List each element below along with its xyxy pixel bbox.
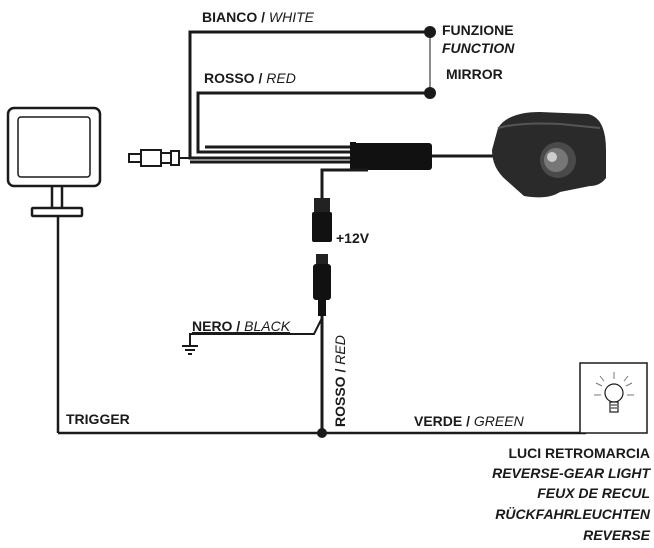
black-wire-alt: BLACK bbox=[244, 318, 291, 334]
red-vertical-name: ROSSO bbox=[332, 376, 348, 427]
lights-label-it: LUCI RETROMARCIA bbox=[508, 445, 650, 461]
green-wire-alt: GREEN bbox=[473, 413, 524, 429]
monitor-icon bbox=[6, 106, 102, 218]
white-wire-name: BIANCO bbox=[202, 9, 258, 25]
white-wire-sep: / bbox=[257, 9, 269, 25]
black-wire-label: NERO / BLACK bbox=[192, 318, 290, 334]
white-wire-label: BIANCO / WHITE bbox=[202, 9, 314, 25]
green-wire-name: VERDE bbox=[414, 413, 463, 429]
power-label: +12V bbox=[336, 230, 370, 246]
red-vertical-label: ROSSO / RED bbox=[332, 335, 348, 427]
red-vertical-alt: RED bbox=[332, 335, 348, 365]
red-wire-sep: / bbox=[254, 70, 267, 86]
ground-icon bbox=[182, 345, 198, 355]
camera-icon bbox=[492, 112, 606, 198]
lights-label-es: REVERSE bbox=[583, 527, 650, 543]
lights-label-de: RÜCKFAHRLEUCHTEN bbox=[495, 506, 650, 522]
green-wire-label: VERDE / GREEN bbox=[414, 413, 524, 429]
green-wire-sep: / bbox=[462, 413, 474, 429]
black-wire-sep: / bbox=[232, 318, 245, 334]
red-wire-name: ROSSO bbox=[204, 70, 255, 86]
lights-label-en: REVERSE-GEAR LIGHT bbox=[492, 465, 650, 481]
red-vertical-sep: / bbox=[332, 364, 348, 377]
red-wire-alt: RED bbox=[266, 70, 296, 86]
function-label-en: FUNCTION bbox=[442, 40, 515, 56]
mirror-label: MIRROR bbox=[446, 66, 503, 82]
function-label-it: FUNZIONE bbox=[442, 22, 514, 38]
white-wire-alt: WHITE bbox=[268, 9, 315, 25]
black-wire-name: NERO bbox=[192, 318, 233, 334]
trigger-label: TRIGGER bbox=[66, 411, 130, 427]
bulb-icon bbox=[579, 362, 648, 434]
red-wire-label: ROSSO / RED bbox=[204, 70, 296, 86]
lights-label-fr: FEUX DE RECUL bbox=[537, 485, 650, 501]
connector-icon bbox=[128, 149, 190, 167]
